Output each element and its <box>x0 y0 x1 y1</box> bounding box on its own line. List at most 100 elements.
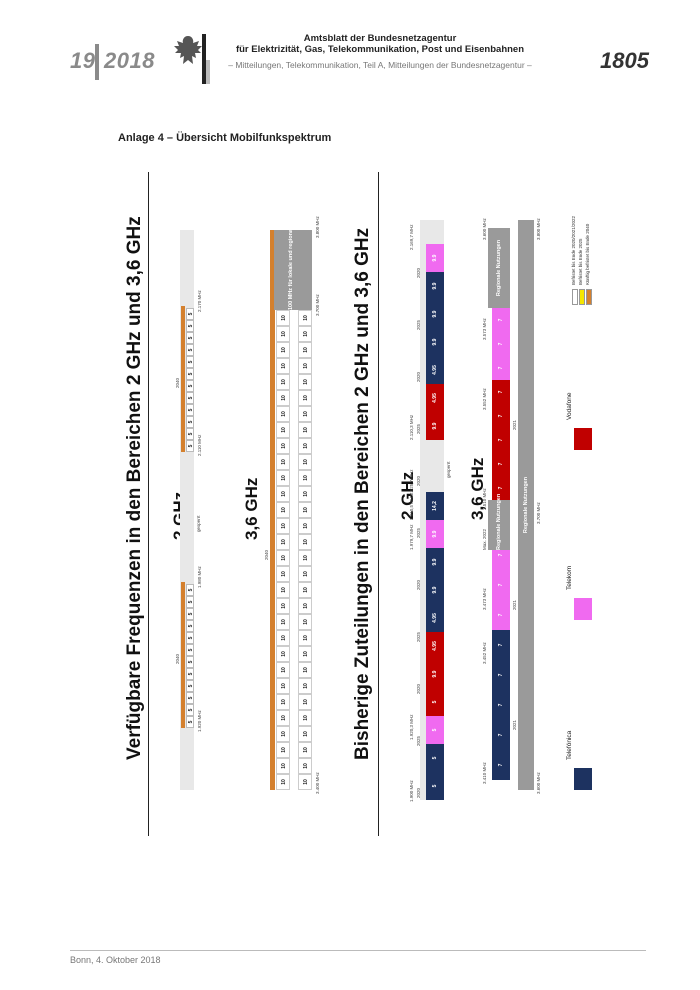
cell-36ghz-r2: 10 <box>298 310 312 326</box>
annex-title: Anlage 4 – Übersicht Mobilfunkspektrum <box>118 132 332 144</box>
cell-36ghz-r1: 10 <box>276 534 290 550</box>
cell-2ghz-b1: 5 <box>186 668 194 680</box>
cell-2ghz-b1: 5 <box>186 704 194 716</box>
assigned36-cell: 7 <box>492 720 510 750</box>
assigned-freq-down: 2.169,7 MHz <box>409 224 414 250</box>
assigned-cell-b1: 4.95 <box>426 632 444 660</box>
cell-36ghz-r2: 10 <box>298 422 312 438</box>
freq-1920: 1.920 MHz <box>197 710 202 732</box>
top-rule <box>148 172 149 836</box>
cell-36ghz-r2: 10 <box>298 550 312 566</box>
assigned-cell-b1: 5 <box>426 688 444 716</box>
heading-available: Verfügbare Frequenzen in den Bereichen 2… <box>124 216 145 760</box>
assigned-cell-b1: 5 <box>426 744 444 772</box>
duration-strip-2ghz-block1 <box>181 582 185 728</box>
cell-36ghz-r2: 10 <box>298 614 312 630</box>
assigned36-freq-bottom: 3.600 MHz <box>536 772 541 794</box>
assigned36-cell: 7 <box>492 600 510 630</box>
assigned-year: 2020 <box>416 267 421 278</box>
assigned36-year: 2021 <box>512 419 517 430</box>
cell-36ghz-r2: 10 <box>298 518 312 534</box>
cell-2ghz-b2: 5 <box>186 380 194 392</box>
assigned-year: 2020 <box>416 787 421 798</box>
cell-36ghz-r2: 10 <box>298 486 312 502</box>
cell-36ghz-r2: 10 <box>298 726 312 742</box>
assigned-cell-b2: 9.9 <box>426 300 444 328</box>
year-2040-2ghz-b2: 2040 <box>175 377 180 388</box>
cell-36ghz-r1: 10 <box>276 358 290 374</box>
cell-2ghz-b1: 5 <box>186 716 194 728</box>
assigned-year: 2020 <box>416 579 421 590</box>
freq-2170: 2.170 MHz <box>197 290 202 312</box>
cell-2ghz-b1: 5 <box>186 608 194 620</box>
assigned-freq-down: 2.025,7 MHz <box>409 469 414 495</box>
legend-swatch <box>574 598 592 620</box>
legend-note-swatch <box>586 289 592 305</box>
issue-year: 2018 <box>104 48 155 73</box>
assigned36-cell: 7 <box>492 630 510 660</box>
cell-36ghz-r2: 10 <box>298 326 312 342</box>
cell-36ghz-r2: 10 <box>298 710 312 726</box>
legend-label: Vodafone <box>566 392 573 420</box>
legend-label: Telefónica <box>566 730 573 760</box>
assigned-cell-b1: 5 <box>426 772 444 800</box>
cell-2ghz-b2: 5 <box>186 356 194 368</box>
assigned-cell-b1: 9.9 <box>426 548 444 576</box>
cell-36ghz-r2: 10 <box>298 502 312 518</box>
assigned36-freq: 3.473 MHz <box>482 588 487 610</box>
cell-36ghz-r1: 10 <box>276 726 290 742</box>
freq-1980: 1.980 MHz <box>197 566 202 588</box>
cell-2ghz-b1: 5 <box>186 656 194 668</box>
assigned36-cell: 7 <box>492 380 510 404</box>
cell-36ghz-r1: 10 <box>276 630 290 646</box>
cell-36ghz-r1: 10 <box>276 774 290 790</box>
issue-number: 19 <box>70 48 96 73</box>
gap-2ghz-assigned: gesperrt <box>446 461 451 478</box>
assigned-cell-b2: 9.9 <box>426 328 444 356</box>
assigned36-cell: 7 <box>492 750 510 780</box>
assigned36-cell: 7 <box>492 570 510 600</box>
cell-36ghz-r1: 10 <box>276 406 290 422</box>
assigned-cell-b2: 9.9 <box>426 272 444 300</box>
freq-2110: 2.110 MHz <box>197 434 202 456</box>
cell-36ghz-r2: 10 <box>298 694 312 710</box>
regional-max-2022: Max. 2022 <box>482 528 487 550</box>
assigned36-cell: 7 <box>492 404 510 428</box>
heading-assigned: Bisherige Zuteilungen in den Bereichen 2… <box>352 227 373 760</box>
assigned-freq-up: 1.979,7 MHz <box>409 524 414 550</box>
cell-36ghz-r2: 10 <box>298 758 312 774</box>
assigned-cell-b1: 4.95 <box>426 604 444 632</box>
assigned36-cell: 7 <box>492 308 510 332</box>
cell-36ghz-r1: 10 <box>276 454 290 470</box>
legend-note: Befristet bis Ende 2025 <box>578 238 583 285</box>
cell-36ghz-r1: 10 <box>276 598 290 614</box>
cell-36ghz-r1: 10 <box>276 566 290 582</box>
cell-36ghz-r2: 10 <box>298 566 312 582</box>
header-title: Amtsblatt der Bundesnetzagentur für Elek… <box>215 33 545 55</box>
cell-36ghz-r1: 10 <box>276 422 290 438</box>
cell-36ghz-r2: 10 <box>298 406 312 422</box>
cell-36ghz-r2: 10 <box>298 470 312 486</box>
cell-36ghz-r2: 10 <box>298 742 312 758</box>
cell-2ghz-b1: 5 <box>186 596 194 608</box>
cell-2ghz-b1: 5 <box>186 692 194 704</box>
cell-36ghz-r1: 10 <box>276 390 290 406</box>
assigned-year: 2025 <box>416 319 421 330</box>
cell-36ghz-r1: 10 <box>276 550 290 566</box>
cell-36ghz-r1: 10 <box>276 342 290 358</box>
cell-2ghz-b1: 5 <box>186 632 194 644</box>
assigned-cell-b1: 9.9 <box>426 520 444 548</box>
assigned-freq-down: 2.110,3 MHz <box>409 414 414 440</box>
assigned-freq-down: 2.010,5 MHz <box>409 494 414 520</box>
assigned36-freq: 3.600 MHz <box>482 218 487 240</box>
assigned36-cell: 7 <box>492 690 510 720</box>
cell-2ghz-b2: 5 <box>186 308 194 320</box>
cell-2ghz-b2: 5 <box>186 320 194 332</box>
cell-36ghz-r2: 10 <box>298 342 312 358</box>
cell-36ghz-r1: 10 <box>276 582 290 598</box>
assigned36-freq-bottom: 3.800 MHz <box>536 218 541 240</box>
assigned36-cell: 7 <box>492 660 510 690</box>
cell-2ghz-b1: 5 <box>186 644 194 656</box>
cell-2ghz-b2: 5 <box>186 392 194 404</box>
cell-2ghz-b2: 5 <box>186 332 194 344</box>
